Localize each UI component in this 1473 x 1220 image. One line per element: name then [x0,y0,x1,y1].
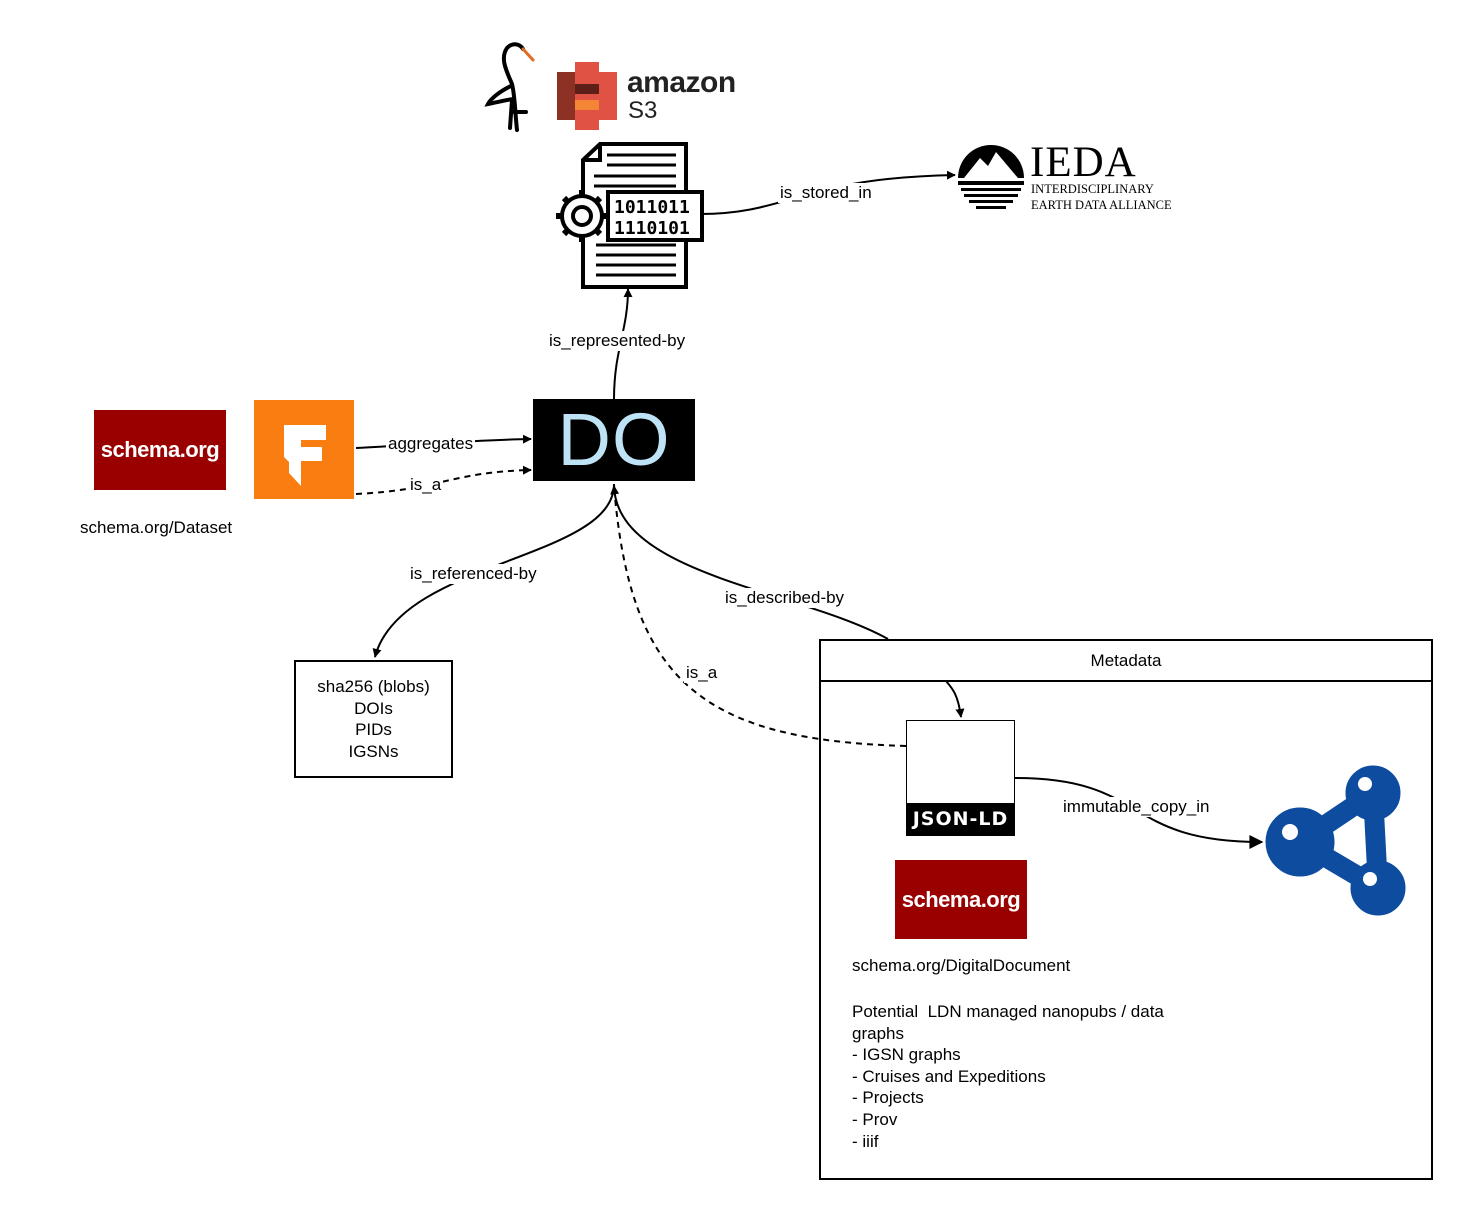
ieda-subtitle-line2: EARTH DATA ALLIANCE [1031,198,1172,212]
crane-bird-icon [484,42,535,132]
ieda-title: IEDA [1030,139,1137,186]
edge-is-described-by-inner [945,680,965,718]
notes-line: graphs [852,1023,904,1043]
edge-label-is-described-by: is_described-by [723,588,847,608]
identifier-item: DOIs [354,698,393,718]
do-node[interactable]: DO [533,399,695,481]
schema-dataset-caption: schema.org/Dataset [80,518,233,537]
identifier-item: IGSNs [348,741,399,761]
binary-document-gear-icon: 1011011 1110101 [556,142,704,289]
jsonld-label: JSON-LD [907,803,1014,835]
metadata-container[interactable]: Metadata [819,639,1433,1180]
identifiers-node[interactable]: sha256 (blobs) DOIs PIDs IGSNs [294,660,453,778]
notes-line: - Projects [852,1088,924,1108]
notes-line: - IGSN graphs [852,1045,961,1065]
do-label: DO [557,398,671,481]
edge-is-a-jsonld [610,485,907,747]
linked-data-graph-icon [1265,765,1406,916]
metadata-title: Metadata [821,641,1431,682]
schema-digitaldocument-caption: schema.org/DigitalDocument [852,956,1071,975]
notes-line: - Prov [852,1109,898,1129]
edge-label-is-a-jsonld: is_a [684,663,720,683]
edge-is-described-by [613,483,889,640]
ieda-subtitle: INTERDISCIPLINARY EARTH DATA ALLIANCE [1031,181,1172,213]
edge-label-aggregates: aggregates [386,434,476,454]
identifier-item: PIDs [355,720,392,739]
edge-label-is-stored-in: is_stored_in [778,183,874,203]
fair-f-icon [254,400,354,499]
notes-line: - Cruises and Expeditions [852,1066,1046,1086]
svg-text:1110101: 1110101 [614,218,690,239]
edge-label-immutable-copy-in: immutable_copy_in [1061,797,1212,817]
edge-is-referenced-by [372,483,615,658]
edge-is-a-fair [355,465,532,495]
ieda-mountain-globe-icon [958,145,1024,209]
schema-org-logo-metadata: schema.org [895,860,1027,939]
amazon-wordmark: amazon [627,66,736,99]
notes-line: - iiif [852,1131,879,1151]
identifier-item: sha256 (blobs) [317,677,430,696]
edge-label-is-represented-by: is_represented-by [547,331,688,351]
amazon-s3-bucket-icon [557,62,617,130]
svg-text:1011011: 1011011 [614,197,690,218]
edge-label-is-referenced-by: is_referenced-by [408,564,539,584]
s3-wordmark: S3 [628,97,658,124]
ieda-subtitle-line1: INTERDISCIPLINARY [1031,182,1154,196]
edge-label-is-a-fair: is_a [408,475,444,495]
jsonld-node[interactable]: JSON-LD [906,720,1015,836]
schema-org-logo-left: schema.org [94,410,226,490]
notes-line: Potential LDN managed nanopubs / data [852,1002,1164,1021]
metadata-notes: Potential LDN managed nanopubs / data gr… [852,1001,1212,1152]
